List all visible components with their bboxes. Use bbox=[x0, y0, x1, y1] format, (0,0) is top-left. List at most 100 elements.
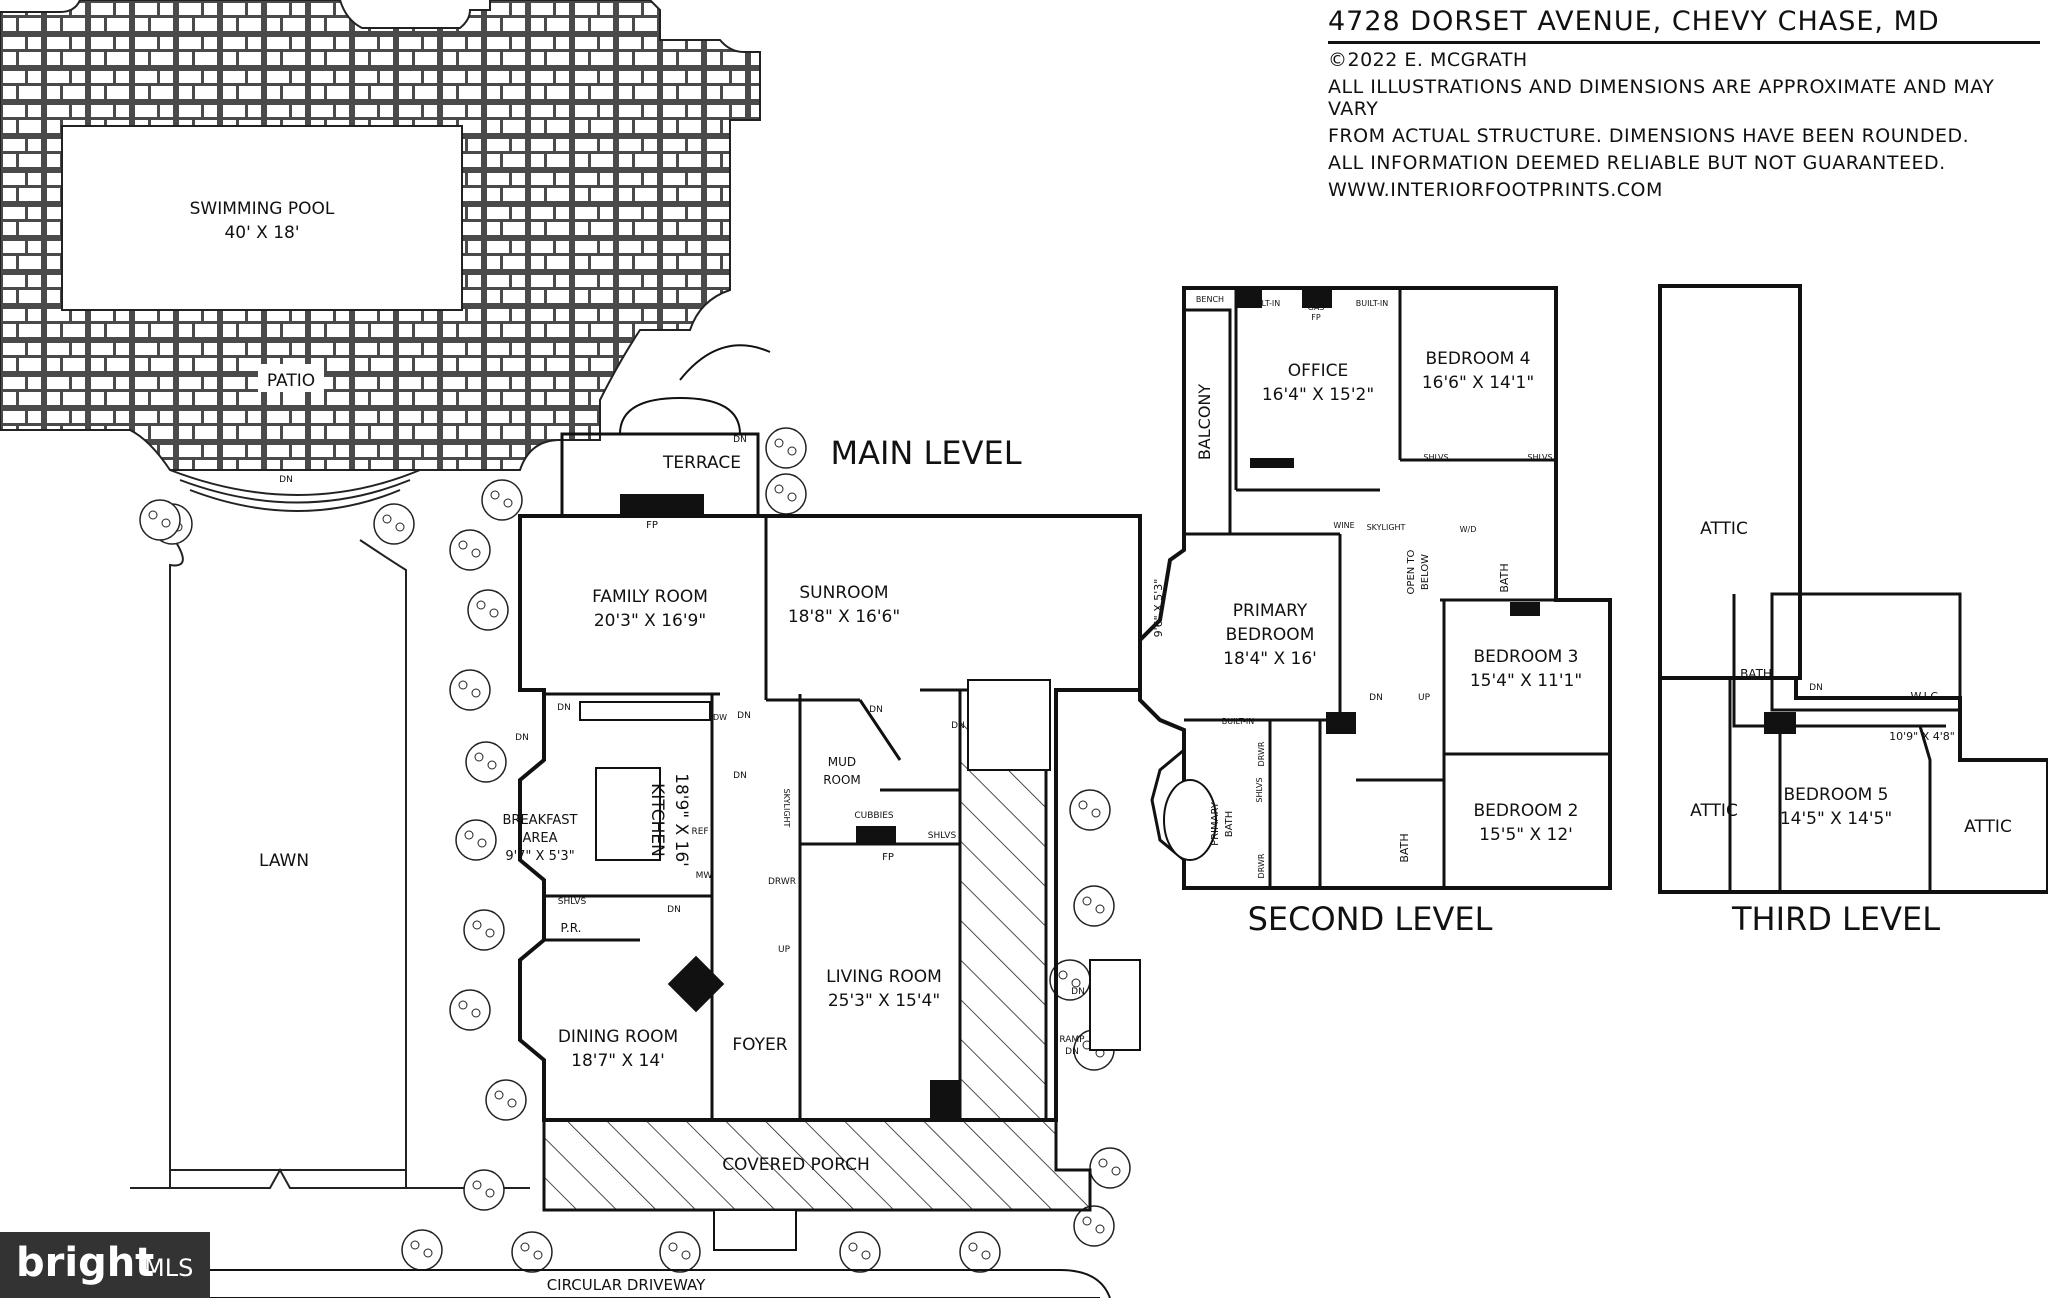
fireplace-label: FP bbox=[646, 520, 658, 531]
skylight-label: SKYLIGHT bbox=[1367, 523, 1406, 532]
dishwasher-label: DW bbox=[713, 713, 727, 722]
primary-bath-label: BATH bbox=[1224, 811, 1235, 838]
bedroom-2-label: BEDROOM 2 bbox=[1474, 801, 1579, 821]
stairs-down-label: DN bbox=[951, 721, 965, 731]
foyer-label: FOYER bbox=[732, 1035, 787, 1055]
bedroom-2-dimensions: 15'5" X 12' bbox=[1479, 825, 1573, 845]
drawer-label: DRWR bbox=[1257, 853, 1266, 878]
wine-label: WINE bbox=[1333, 521, 1354, 530]
stairs-down-label: DN bbox=[557, 703, 571, 713]
pool-dimensions: 40' X 18' bbox=[224, 223, 299, 243]
dining-room-dimensions: 18'7" X 14' bbox=[571, 1051, 665, 1071]
shelves-label: SHLVS bbox=[1255, 777, 1264, 802]
bench-label: BENCH bbox=[1196, 295, 1224, 304]
swimming-pool bbox=[61, 125, 463, 311]
stairs-down-label: DN bbox=[667, 905, 681, 915]
stairs-down-label: DN bbox=[869, 705, 883, 715]
breakfast-label: AREA bbox=[522, 831, 557, 846]
family-room-label: FAMILY ROOM bbox=[592, 587, 708, 607]
stairs-up-label: UP bbox=[778, 945, 791, 955]
fireplace-label: FP bbox=[1311, 313, 1321, 322]
bedroom-5-label: BEDROOM 5 bbox=[1784, 785, 1889, 805]
disclaimer-line: ALL INFORMATION DEEMED RELIABLE BUT NOT … bbox=[1328, 152, 1946, 174]
built-in-label: BUILT-IN bbox=[1248, 299, 1280, 308]
primary-bedroom-dimensions: 18'4" X 16' bbox=[1223, 649, 1317, 669]
sunroom-dimensions: 18'8" X 16'6" bbox=[788, 607, 900, 627]
microwave-label: MW bbox=[696, 871, 713, 881]
shelves-label: SHLVS bbox=[1423, 453, 1448, 462]
built-in-label: BUILT-IN bbox=[1222, 717, 1254, 726]
address-title: 4728 DORSET AVENUE, CHEVY CHASE, MD bbox=[1328, 6, 2040, 44]
bedroom-4-dimensions: 16'6" X 14'1" bbox=[1422, 373, 1534, 393]
third-level-title: THIRD LEVEL bbox=[1731, 900, 1940, 938]
covered-porch bbox=[542, 679, 1141, 1251]
pool-label: SWIMMING POOL bbox=[190, 199, 335, 219]
shelves-label: SHLVS bbox=[1527, 453, 1552, 462]
attic-label: ATTIC bbox=[1700, 519, 1748, 539]
bath-label: BATH bbox=[1498, 563, 1511, 592]
main-level-plan bbox=[518, 344, 1142, 1122]
bedroom-4-label: BEDROOM 4 bbox=[1426, 349, 1531, 369]
sunroom-label: SUNROOM bbox=[799, 583, 888, 603]
bedroom-3-label: BEDROOM 3 bbox=[1474, 647, 1579, 667]
stairs-down-label: DN bbox=[733, 771, 747, 781]
second-level-plan bbox=[1138, 286, 1612, 890]
stairs-down-label: DN bbox=[1369, 693, 1383, 703]
stairs-down-label: DN bbox=[737, 711, 751, 721]
bright-mls-logo: bright MLS bbox=[0, 1232, 210, 1298]
drawer-label: DRWR bbox=[768, 877, 796, 887]
stairs-down-label: DN bbox=[1809, 683, 1823, 693]
covered-porch-label: COVERED PORCH bbox=[722, 1155, 870, 1175]
stairs-up-label: UP bbox=[1418, 693, 1431, 703]
cubbies-label: CUBBIES bbox=[854, 811, 894, 821]
bay-dimensions: 9'6" X 5'3" bbox=[1152, 579, 1165, 638]
terrace-label: TERRACE bbox=[662, 453, 741, 473]
open-to-below-label: BELOW bbox=[1420, 554, 1431, 590]
stairs-down-label: DN bbox=[1071, 987, 1085, 997]
shelves-label: SHLVS bbox=[558, 897, 587, 907]
logo-brand: bright bbox=[16, 1240, 155, 1286]
balcony-label: BALCONY bbox=[1195, 384, 1214, 461]
driveway-label: CIRCULAR DRIVEWAY bbox=[547, 1276, 706, 1294]
kitchen-dimensions: 18'9" X 16' bbox=[671, 773, 691, 867]
disclaimer-line: ALL ILLUSTRATIONS AND DIMENSIONS ARE APP… bbox=[1328, 76, 1995, 120]
bath-label: BATH bbox=[1398, 833, 1411, 862]
patio-label: PATIO bbox=[267, 371, 315, 391]
office-dimensions: 16'4" X 15'2" bbox=[1262, 385, 1374, 405]
skylight-label: SKYLIGHT bbox=[782, 789, 791, 828]
dining-room-label: DINING ROOM bbox=[558, 1027, 678, 1047]
shelves-label: SHLVS bbox=[928, 831, 957, 841]
wic-label: W.I.C. bbox=[1910, 690, 1941, 703]
main-level-title: MAIN LEVEL bbox=[830, 434, 1021, 472]
drawer-label: DRWR bbox=[1257, 741, 1266, 766]
family-room-dimensions: 20'3" X 16'9" bbox=[594, 611, 706, 631]
fireplace-label: FP bbox=[694, 982, 706, 993]
wic-dimensions: 10'9" X 4'8" bbox=[1889, 730, 1955, 743]
primary-bath-label: PRIMARY bbox=[1210, 801, 1221, 846]
third-level-rooms bbox=[1660, 594, 1962, 892]
refrigerator-label: REF bbox=[691, 827, 708, 837]
breakfast-dimensions: 9'7" X 5'3" bbox=[505, 849, 574, 864]
website-link[interactable]: WWW.INTERIORFOOTPRINTS.COM bbox=[1328, 179, 1663, 201]
ramp-label: RAMP bbox=[1059, 1035, 1085, 1045]
kitchen-label: KITCHEN bbox=[647, 783, 667, 857]
lawn-label: LAWN bbox=[259, 851, 309, 871]
third-bath-label: BATH bbox=[1740, 667, 1772, 681]
logo-suffix: MLS bbox=[144, 1254, 194, 1282]
attic-label: ATTIC bbox=[1964, 817, 2012, 837]
mud-room-label: MUD bbox=[828, 755, 856, 769]
stairs-down-label: DN bbox=[279, 475, 293, 485]
gas-label: GAS bbox=[1308, 303, 1325, 312]
office-label: OFFICE bbox=[1288, 361, 1349, 381]
bedroom-5-dimensions: 14'5" X 14'5" bbox=[1780, 809, 1892, 829]
primary-bedroom-label: PRIMARY bbox=[1233, 601, 1308, 621]
primary-bedroom-label: BEDROOM bbox=[1226, 625, 1315, 645]
washer-dryer-label: W/D bbox=[1460, 525, 1477, 534]
plan-header: 4728 DORSET AVENUE, CHEVY CHASE, MD ©202… bbox=[1328, 6, 2040, 201]
mud-room-label: ROOM bbox=[823, 773, 861, 787]
stairs-down-label: DN bbox=[515, 733, 529, 743]
second-level-title: SECOND LEVEL bbox=[1248, 900, 1493, 938]
stairs-down-label: DN bbox=[733, 435, 747, 445]
patio-area bbox=[0, 0, 761, 1189]
